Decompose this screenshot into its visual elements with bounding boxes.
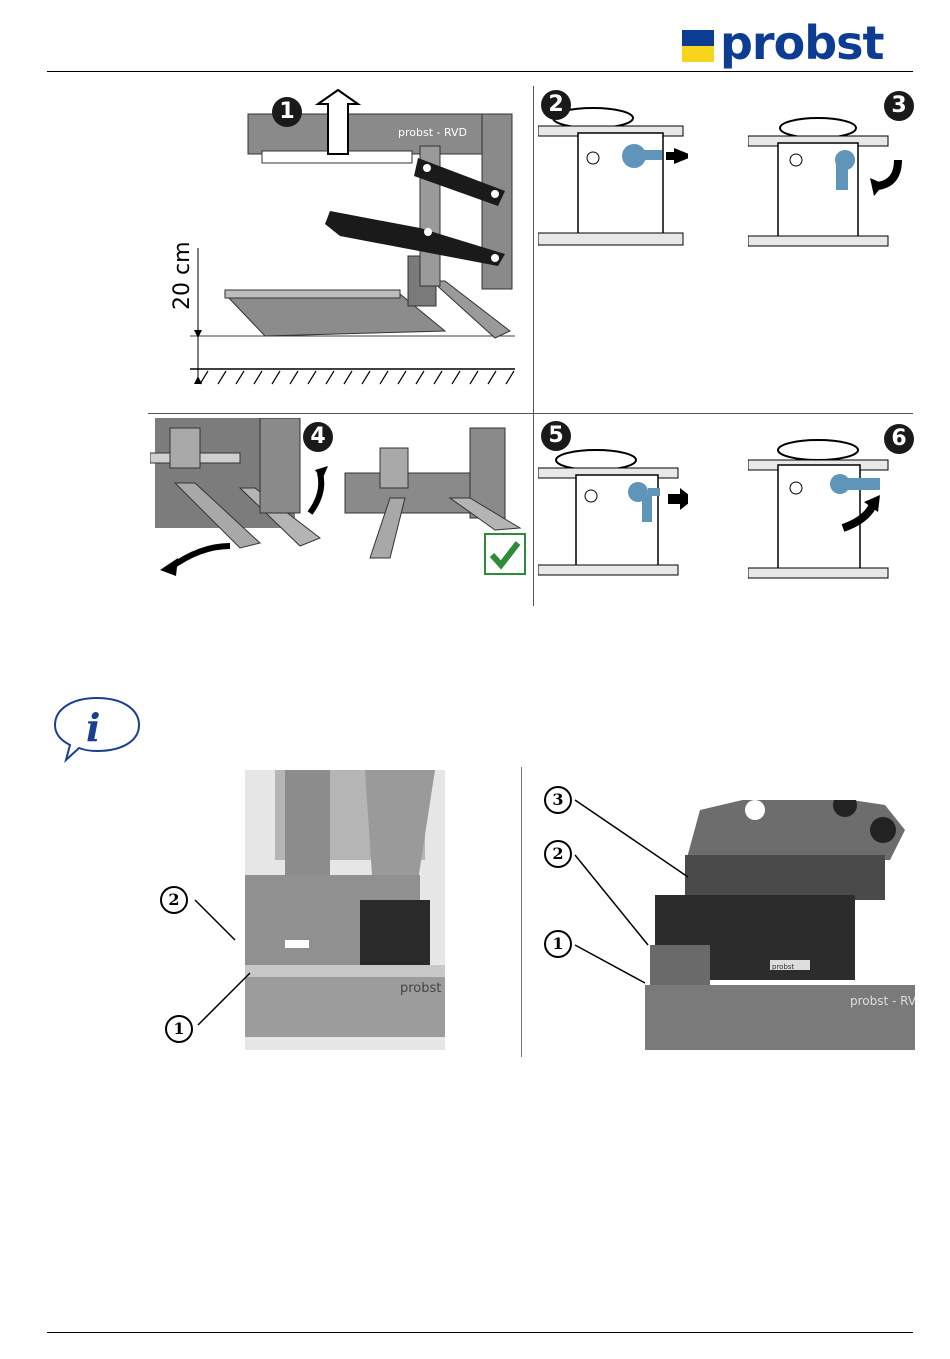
left-photo: probst <box>245 770 445 1050</box>
right-callout-2: 2 <box>544 840 572 868</box>
header-rule <box>47 71 913 72</box>
step-5-badge: 5 <box>541 421 571 451</box>
photo-divider <box>521 767 522 1057</box>
probst-logo-mark <box>682 30 714 62</box>
step1-illustration: probst - RVD <box>170 86 530 396</box>
figure-divider-vertical <box>533 86 534 606</box>
dimension-label: 20 cm <box>170 241 195 310</box>
right-callout-1: 1 <box>544 930 572 958</box>
info-icon-glyph: i <box>86 705 100 750</box>
step-6-badge: 6 <box>884 424 914 454</box>
figure-divider-horizontal <box>148 413 913 414</box>
left-photo-text: probst <box>400 981 441 996</box>
step-4-badge: 4 <box>303 422 333 452</box>
step-2-badge: 2 <box>541 90 571 120</box>
right-plate-text: probst <box>772 963 795 971</box>
left-leaders <box>190 895 260 1030</box>
footer-rule <box>47 1332 913 1333</box>
right-leaders <box>570 795 700 995</box>
step-3-badge: 3 <box>884 91 914 121</box>
probst-logo-text: probst <box>720 16 884 70</box>
right-callout-3: 3 <box>544 786 572 814</box>
step-1-badge: 1 <box>272 97 302 127</box>
left-callout-1: 1 <box>165 1015 193 1043</box>
probst-logo: probst <box>678 22 906 70</box>
info-icon: i <box>52 695 142 763</box>
left-callout-2: 2 <box>160 886 188 914</box>
machine-label: probst - RVD <box>398 126 467 139</box>
step4-illustration <box>150 418 530 588</box>
checkmark-icon <box>484 533 526 575</box>
right-photo-text: probst - RV <box>850 994 915 1008</box>
